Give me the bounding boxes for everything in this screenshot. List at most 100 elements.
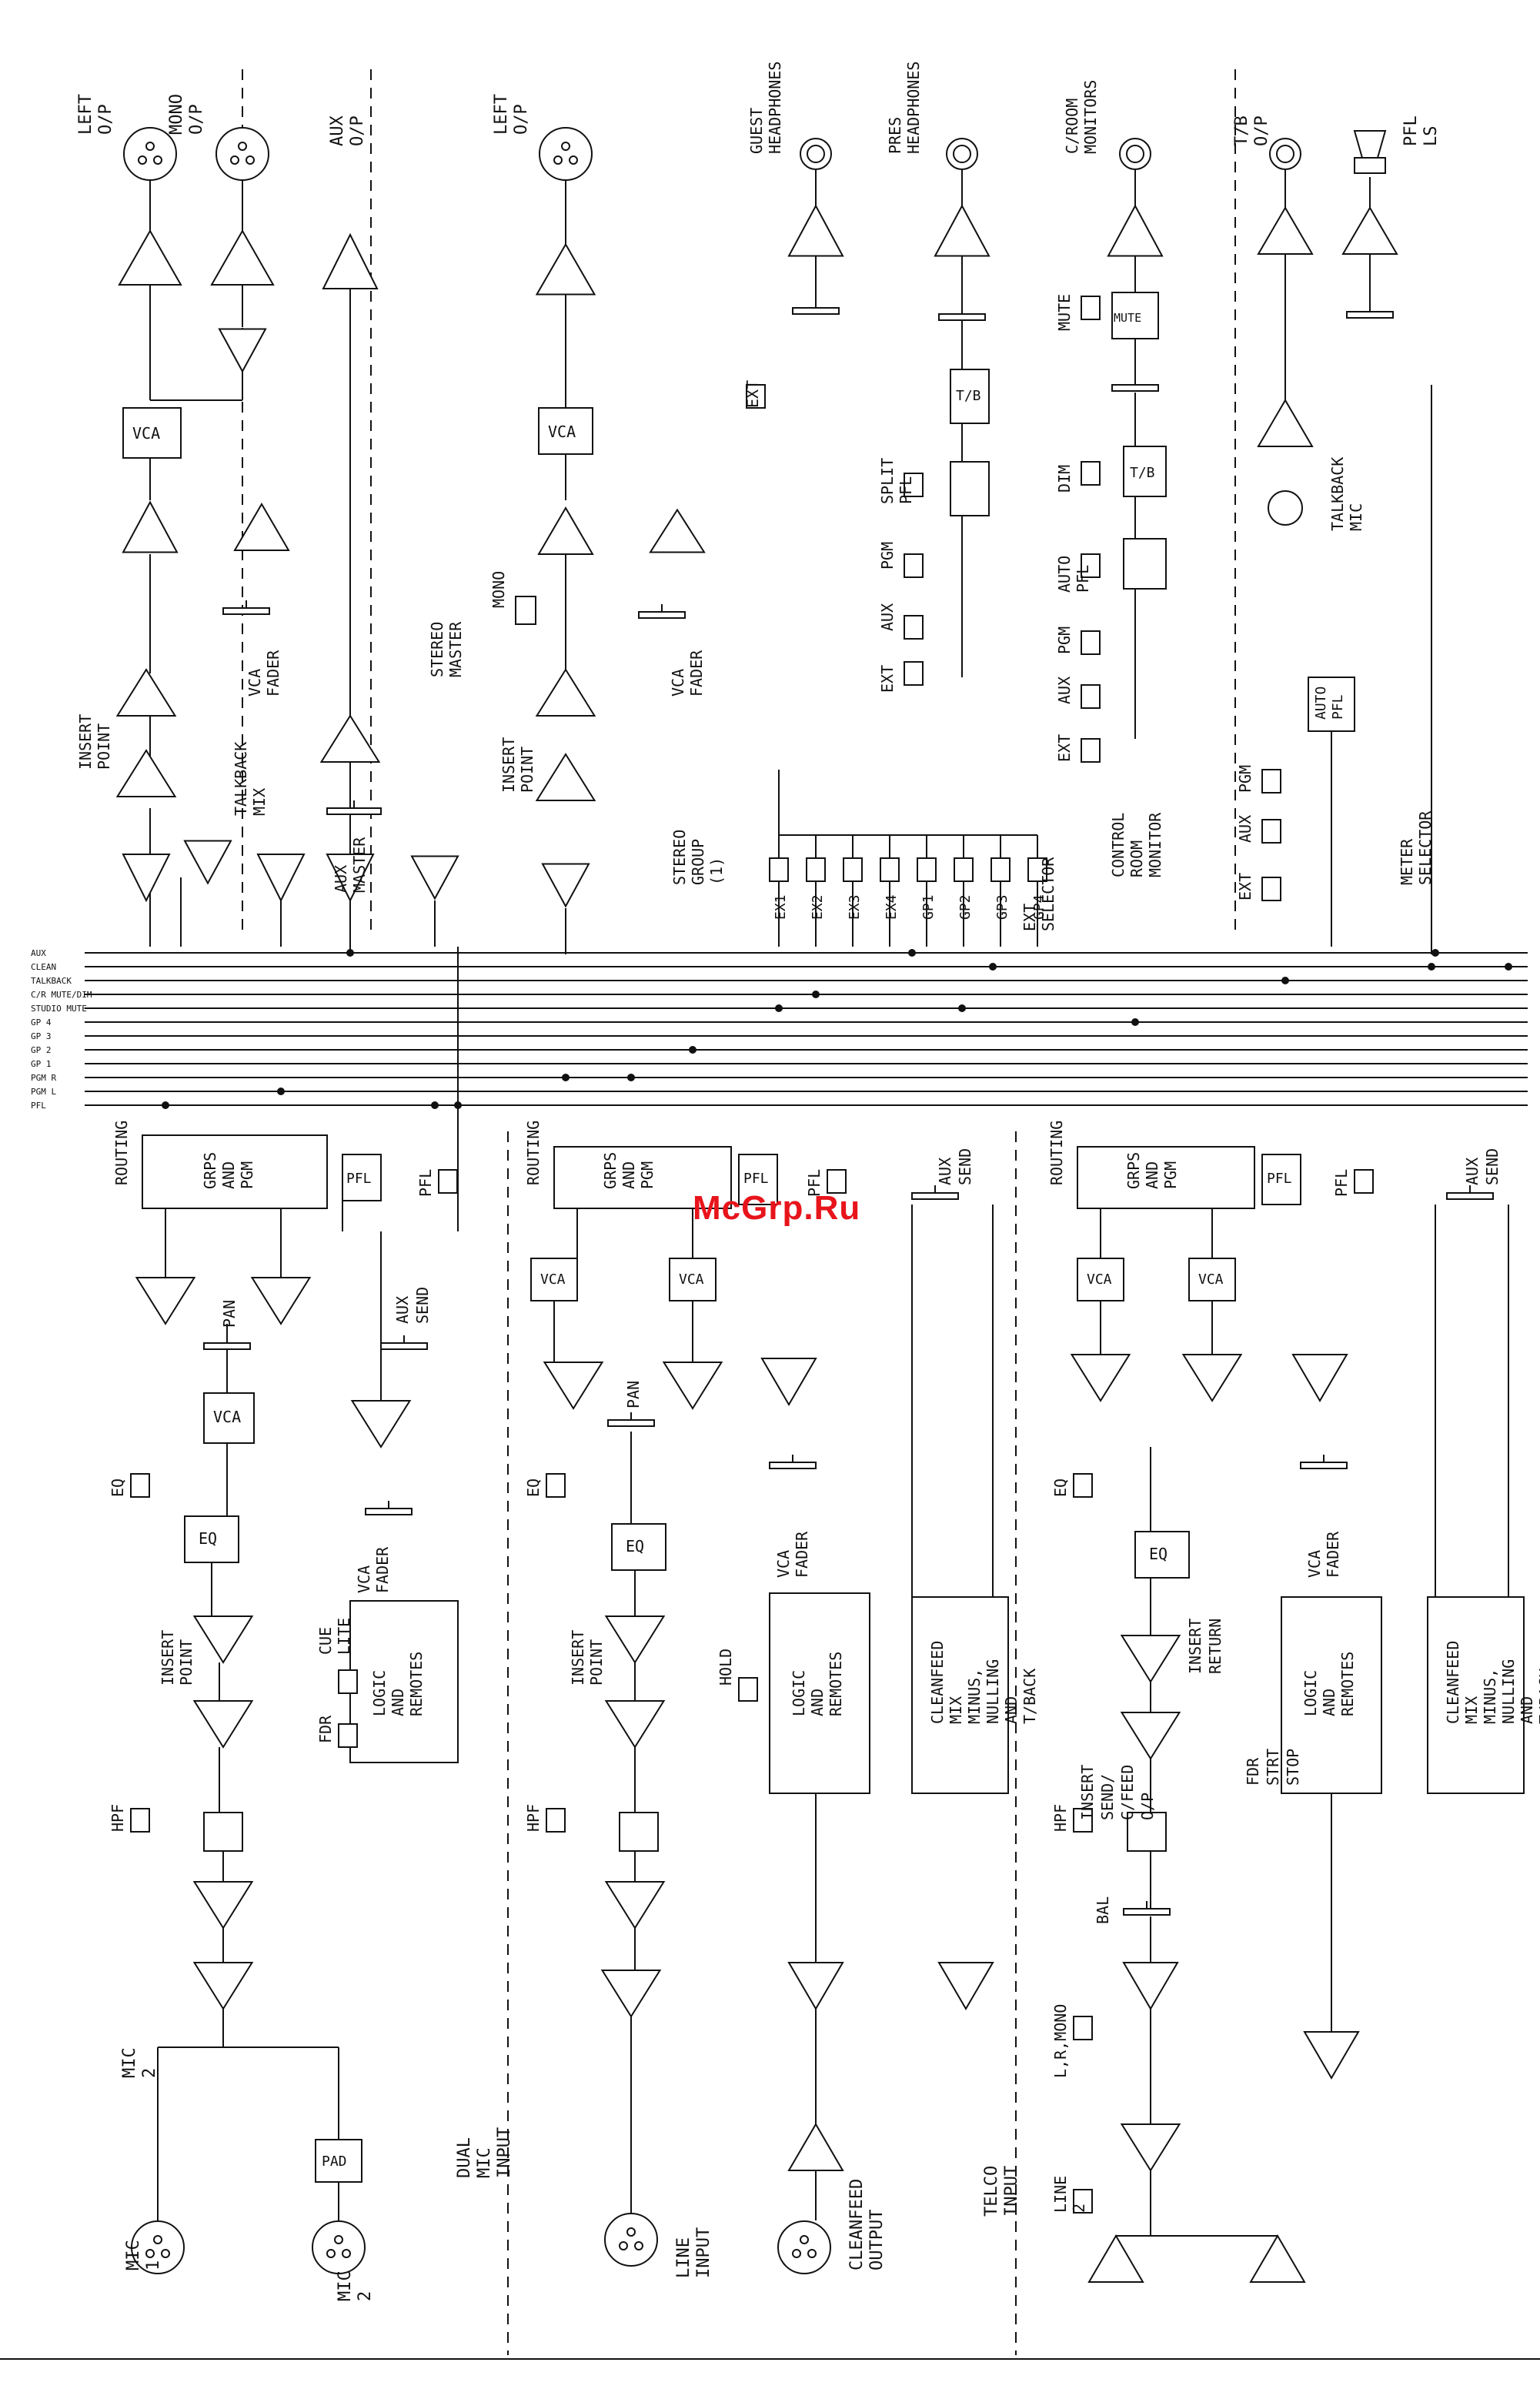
line-gain-amp <box>1120 2123 1181 2172</box>
bus-junction <box>989 963 997 971</box>
line-cleanfeed-block <box>1427 1596 1525 1794</box>
bus-junction <box>775 1004 783 1012</box>
bus-junction <box>689 1046 697 1054</box>
stereo-master-label: STEREO <box>428 622 446 677</box>
mono-op-label: MONO <box>167 94 186 135</box>
group-insert-point-label: INSERT <box>499 737 518 793</box>
meter-aux-label: AUX <box>1236 815 1254 843</box>
bus-junction <box>958 1004 966 1012</box>
mic-grps-label: GRPS <box>201 1152 219 1189</box>
telco-eq-btn-label: EQ <box>524 1478 543 1497</box>
telco-cleanfeed-label: NULLING <box>984 1659 1002 1724</box>
bus-label: TALKBACK <box>31 976 72 986</box>
pres-hp-amp <box>934 204 990 257</box>
telco-vca-right-label: VCA <box>679 1271 704 1288</box>
croom-mute-block <box>1111 292 1159 339</box>
meter-ext-label: EXT <box>1236 873 1254 900</box>
line-vca-right <box>1188 1258 1236 1301</box>
telco-vca-right <box>669 1258 717 1301</box>
line-pfl-btn-label: PFL <box>1332 1169 1351 1197</box>
bus-label: GP 2 <box>31 1045 52 1055</box>
bal-label: BAL <box>1094 1896 1112 1924</box>
line-cleanfeed-label: MIX <box>1462 1696 1481 1724</box>
line-hpf-button <box>1073 1808 1093 1833</box>
mic-aux-send-label: SEND <box>413 1287 432 1324</box>
croom-auto-pfl-button <box>1081 553 1101 578</box>
pres-tb-label: T/B <box>956 388 981 404</box>
telco-eq-label: EQ <box>626 1537 644 1555</box>
telco-logic-label: AND <box>808 1689 827 1716</box>
meter-selector-label: SELECTOR <box>1416 810 1435 885</box>
pfl-ls-level-pot <box>1346 311 1394 319</box>
mic-hpf-label: HPF <box>109 1804 127 1832</box>
mono-sum-amp <box>218 328 267 373</box>
pres-ext-label: EXT <box>878 665 897 693</box>
mic-pan-pot <box>203 1342 251 1350</box>
telco-pfl-block <box>738 1154 778 1205</box>
line-cleanfeed-label: AND <box>1518 1696 1536 1724</box>
line-hpf-block <box>1127 1812 1167 1852</box>
guest-headphones-label: GUEST <box>747 108 766 154</box>
mic-logic-label: LOGIC <box>370 1670 389 1716</box>
meter-ext-button <box>1261 877 1281 901</box>
talkback-mic-circle <box>1268 490 1303 526</box>
xlr-pin <box>238 142 247 151</box>
mic-logic-block <box>349 1600 459 1763</box>
insert-return-amp <box>1120 1635 1181 1683</box>
stereo-master-label: MASTER <box>446 621 465 677</box>
pfl-ls-label: LS <box>1421 126 1441 147</box>
ext-selector-button-label: EX3 <box>847 894 863 920</box>
line-fader-pot <box>1300 1462 1348 1469</box>
telco-pfl-btn-label: PFL <box>805 1169 823 1197</box>
talkback-mic-amp <box>1257 399 1314 447</box>
stereo-group-label: (1) <box>707 857 726 885</box>
ext-selector-label: EXT <box>1021 904 1039 931</box>
telco-cleanfeed-label: MIX <box>947 1696 965 1724</box>
tb-op-amp <box>1257 206 1314 255</box>
line-bal-amp <box>1122 1962 1179 2010</box>
line-input2-amp <box>1249 2234 1306 2283</box>
croom-tb-label: T/B <box>1130 465 1155 481</box>
telco-eq-block <box>611 1523 666 1571</box>
cue-lite-label: LITE <box>335 1618 353 1655</box>
telco-insert-amp-top <box>604 1615 666 1664</box>
tb-op-label: O/P <box>1252 115 1271 146</box>
bus-junction <box>908 949 916 957</box>
telco-pan-amp-left <box>543 1362 604 1410</box>
ext-selector-button-label: GP3 <box>994 894 1011 920</box>
telco-insert-amp-bottom <box>604 1700 666 1749</box>
telco-routing-label: ROUTING <box>524 1121 543 1185</box>
mic-vca-label: VCA <box>213 1408 241 1426</box>
aux-master-label: MASTER <box>350 837 369 893</box>
ext-selector-button-ex2 <box>806 857 826 882</box>
telco-cleanfeed-label: T/BACK <box>1021 1669 1039 1724</box>
insert-return-label: RETURN <box>1206 1619 1224 1674</box>
mic-pfl-button <box>438 1169 458 1194</box>
ext-selector-button-label: GP4 <box>1031 894 1047 920</box>
group-fader-amp <box>649 508 706 553</box>
telco-hpf-button <box>546 1808 566 1833</box>
pres-tb-block <box>950 369 990 424</box>
pres-aux-button <box>904 615 924 640</box>
telco-pan-pot <box>607 1419 655 1427</box>
mic-fader-pot <box>365 1508 413 1515</box>
mic-logic-label: REMOTES <box>407 1652 426 1716</box>
pres-level-pot <box>938 313 986 321</box>
line-pfl-block <box>1261 1154 1301 1205</box>
aux-master-pot <box>326 807 382 815</box>
dual-mic-input-label: INPUT <box>495 2127 514 2178</box>
xlr-pin <box>230 155 239 165</box>
guest-hp-amp <box>787 204 844 257</box>
meter-auto-pfl-label: AUTO <box>1313 687 1329 720</box>
telco-gain-amp <box>604 1881 666 1930</box>
aux-master-amp <box>319 714 381 763</box>
telco-grps-label: AND <box>620 1161 638 1189</box>
stereo-group-label: STEREO <box>670 830 689 885</box>
line-logic-label: REMOTES <box>1338 1652 1357 1716</box>
pfl-ls-amp <box>1341 206 1398 255</box>
group-amp <box>537 506 594 555</box>
cleanfeed-out-amp <box>787 1962 844 2010</box>
bus-label: STUDIO MUTE <box>31 1004 87 1014</box>
line-eq-block <box>1134 1531 1190 1579</box>
ext-selector-button-ex3 <box>843 857 863 882</box>
